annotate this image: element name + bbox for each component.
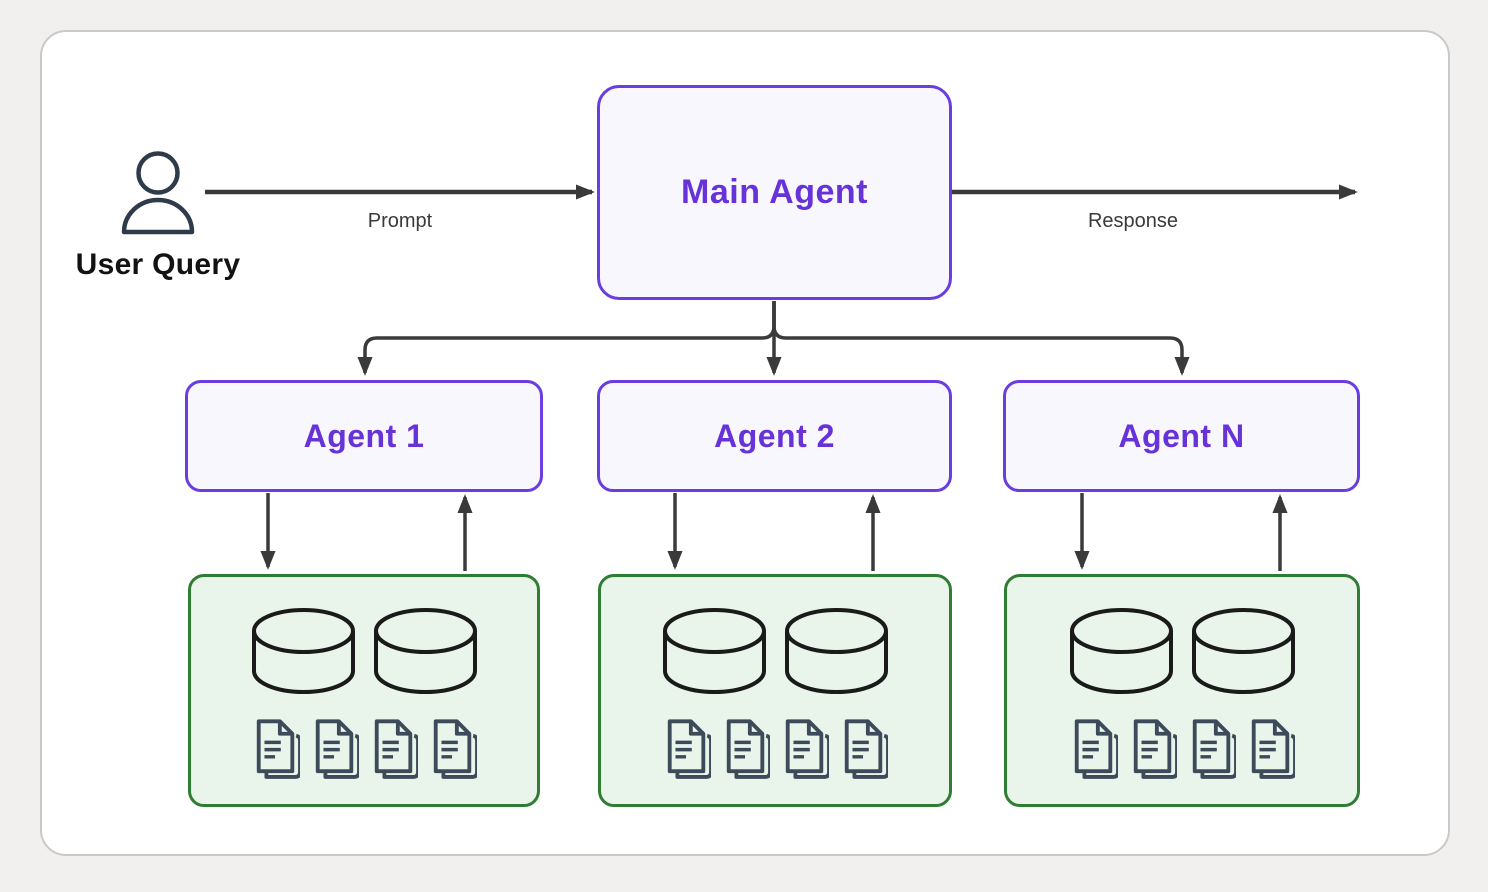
document-icon [785, 719, 829, 779]
document-icon [374, 719, 418, 779]
database-icon [662, 608, 766, 694]
agent-2-label: Agent 2 [714, 417, 835, 454]
agent-1-label: Agent 1 [303, 417, 425, 454]
prompt-label: Prompt [367, 210, 433, 232]
document-row [663, 719, 888, 785]
knowledge-base-1 [188, 574, 540, 807]
database-icon [251, 608, 355, 694]
document-icon [667, 719, 711, 779]
agent-2-box[interactable]: Agent 2 [597, 380, 952, 492]
response-label: Response [1087, 210, 1179, 232]
agent-n-label: Agent N [1118, 417, 1245, 454]
agent-n-box[interactable]: Agent N [1003, 380, 1360, 492]
knowledge-base-3 [1004, 574, 1360, 807]
main-agent-box[interactable]: Main Agent [597, 85, 952, 300]
database-row [251, 607, 478, 697]
document-icon [1192, 719, 1236, 779]
document-icon [1251, 719, 1295, 779]
database-icon [1191, 608, 1295, 694]
agent-1-box[interactable]: Agent 1 [185, 380, 543, 492]
document-row [252, 719, 477, 785]
document-icon [844, 719, 888, 779]
document-icon [256, 719, 300, 779]
knowledge-base-2 [598, 574, 952, 807]
user-query-label: User Query [75, 248, 241, 281]
database-row [662, 607, 889, 697]
document-row [1070, 719, 1295, 785]
database-icon [784, 608, 888, 694]
database-icon [1069, 608, 1173, 694]
person-icon [121, 151, 195, 235]
user-query-figure: User Query [50, 148, 266, 282]
document-icon [1133, 719, 1177, 779]
document-icon [1074, 719, 1118, 779]
document-icon [315, 719, 359, 779]
main-agent-label: Main Agent [681, 173, 868, 211]
document-icon [433, 719, 477, 779]
document-icon [726, 719, 770, 779]
database-row [1069, 607, 1296, 697]
database-icon [373, 608, 477, 694]
